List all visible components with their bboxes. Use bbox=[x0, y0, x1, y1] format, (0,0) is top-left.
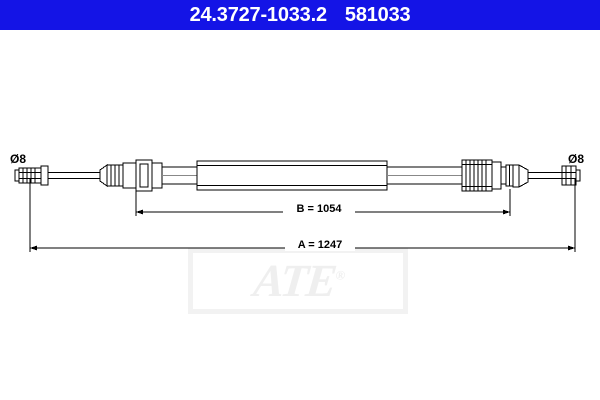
right-inner-cable bbox=[528, 172, 562, 179]
dimension-b-label: B = 1054 bbox=[297, 203, 343, 215]
arrowhead-b-right bbox=[503, 209, 510, 215]
right-outer-conduit bbox=[387, 166, 462, 185]
right-spacer bbox=[500, 166, 507, 185]
left-collar bbox=[40, 165, 49, 186]
left-inner-cable bbox=[48, 172, 100, 179]
right-flange bbox=[491, 161, 502, 190]
right-end-nipple-group bbox=[561, 165, 581, 186]
left-tapered-ferrule-group bbox=[99, 159, 163, 192]
header-bar: 24.3727-1033.2 581033 bbox=[0, 0, 600, 30]
reference-number: 581033 bbox=[344, 4, 411, 26]
left-hex-nut-inner bbox=[139, 163, 149, 188]
right-knurled-ferrule-group bbox=[461, 159, 529, 192]
dimension-a-label: A = 1247 bbox=[298, 239, 343, 251]
left-shoulder bbox=[151, 162, 163, 189]
arrowhead-a-left bbox=[30, 245, 37, 251]
right-diameter-label: Ø8 bbox=[568, 152, 584, 166]
left-ferrule-body bbox=[122, 162, 137, 189]
arrowhead-b-left bbox=[136, 209, 143, 215]
right-end-cap bbox=[575, 169, 581, 182]
label-b-backdrop bbox=[283, 202, 355, 215]
label-a-backdrop bbox=[285, 238, 355, 251]
part-number: 24.3727-1033.2 bbox=[189, 4, 328, 26]
header-title: 24.3727-1033.2 581033 bbox=[190, 5, 411, 25]
right-end-barrel bbox=[561, 165, 577, 186]
right-tapered-nose bbox=[512, 164, 529, 188]
central-sleeve bbox=[196, 160, 388, 191]
left-end-cap bbox=[14, 169, 20, 182]
arrowhead-a-right bbox=[568, 245, 575, 251]
left-outer-conduit bbox=[162, 166, 197, 185]
left-cone bbox=[99, 164, 108, 187]
left-end-nipple-group bbox=[14, 165, 49, 186]
left-diameter-label: Ø8 bbox=[10, 152, 26, 166]
